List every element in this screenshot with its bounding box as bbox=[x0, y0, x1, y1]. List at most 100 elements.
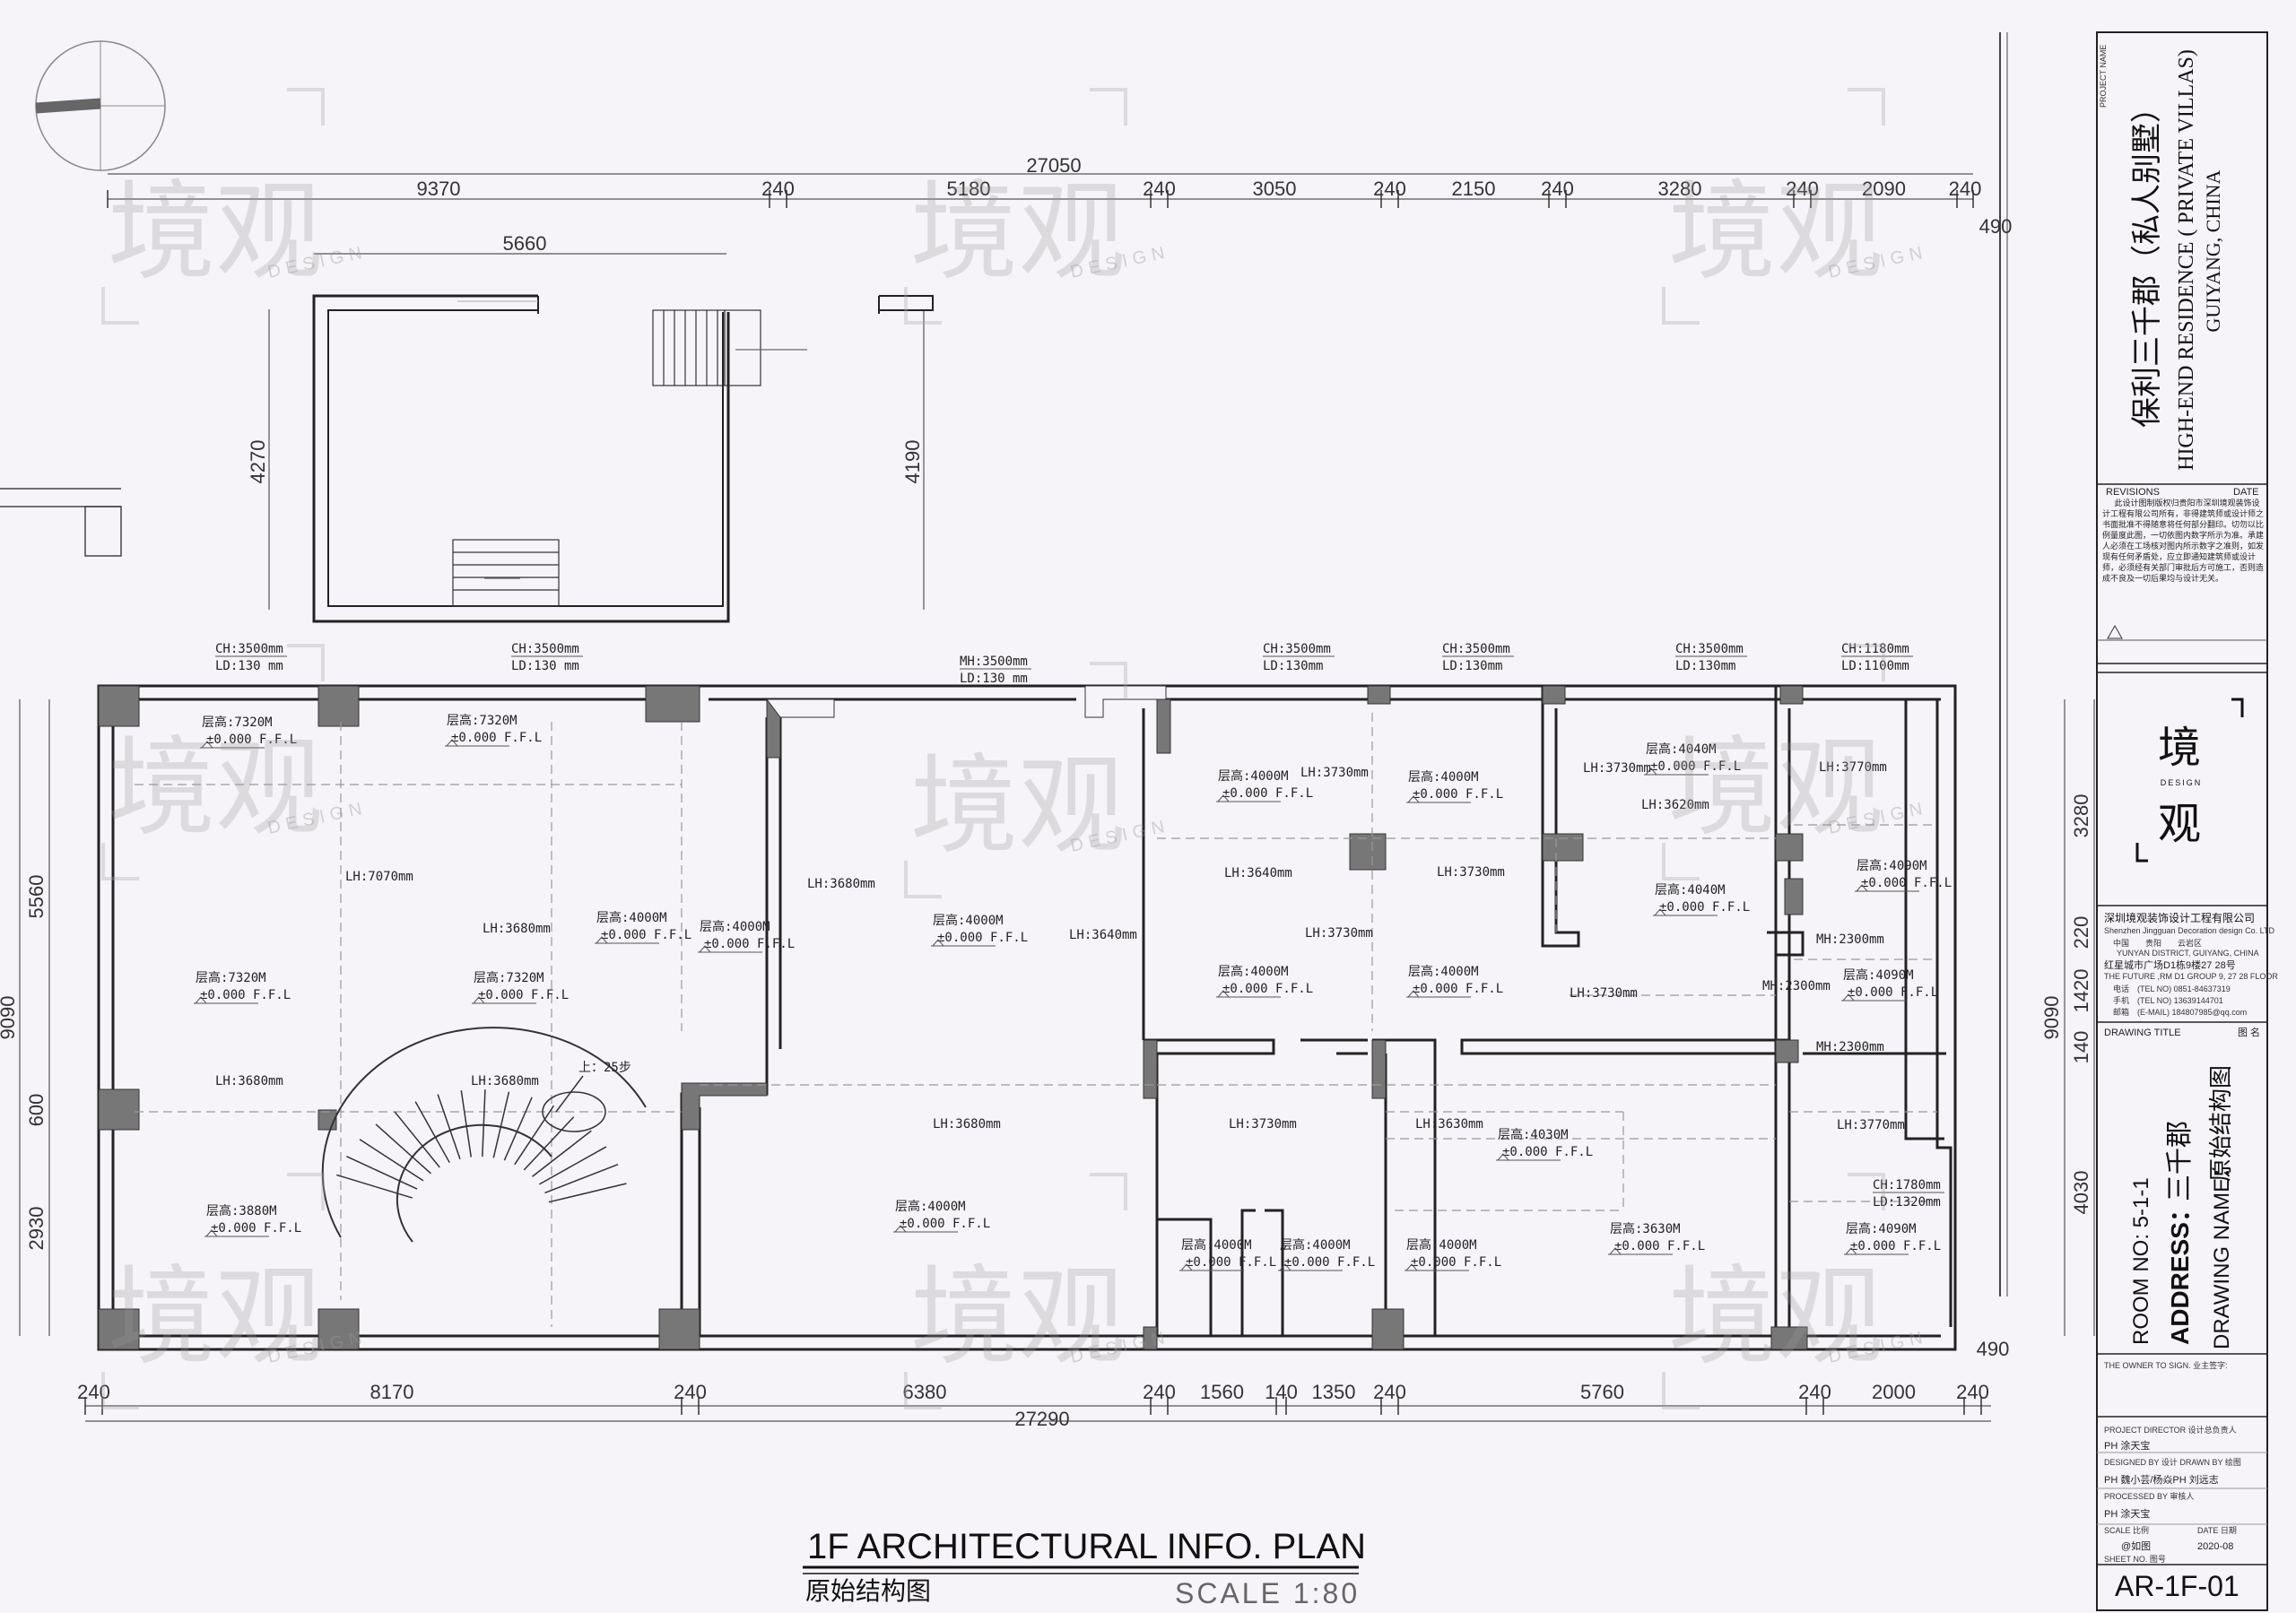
watermark-bracket bbox=[904, 287, 942, 325]
stair-tread bbox=[523, 1116, 575, 1171]
room-ffl: ±0.000 F.F.L bbox=[200, 988, 291, 1002]
dim-bottom-segment: 140 bbox=[1265, 1381, 1298, 1403]
ceiling-height: CH:3500mm bbox=[1675, 642, 1744, 656]
dim-left-part-3: 2930 bbox=[25, 1207, 48, 1251]
dim-top-segment: 3050 bbox=[1253, 178, 1297, 200]
company-cn: 深圳境观装饰设计工程有限公司 bbox=[2104, 911, 2255, 924]
column bbox=[1775, 1039, 1799, 1063]
structural-columns bbox=[98, 685, 1808, 1350]
column bbox=[1770, 1326, 1808, 1350]
ceiling-depth: LD:130mm bbox=[1263, 659, 1323, 673]
project-name-en: HIGH-END RESIDENCE ( PRIVATE VILLAS) bbox=[2175, 49, 2198, 471]
north-arrow-icon bbox=[35, 40, 166, 171]
column bbox=[1784, 878, 1804, 915]
watermark-text: 境观 bbox=[1668, 170, 1883, 295]
sheet-label: SHEET NO. 图号 bbox=[2104, 1555, 2166, 1564]
room-ffl: ±0.000 F.F.L bbox=[1848, 985, 1938, 1000]
watermark-text: 境观 bbox=[910, 744, 1126, 869]
revisions-label: REVISIONS bbox=[2106, 487, 2160, 498]
ceiling-height: CH:3500mm bbox=[215, 642, 283, 656]
dim-top-segment: 240 bbox=[1949, 178, 1982, 200]
level-icon bbox=[1406, 795, 1421, 803]
room-no: ROOM NO: 5-1-1 bbox=[2129, 1177, 2153, 1345]
dim-top-segment: 2150 bbox=[1452, 178, 1496, 200]
warning-icon bbox=[2107, 624, 2123, 639]
dim-top-segment: 240 bbox=[761, 178, 795, 200]
room-height: 层高:4040M bbox=[1646, 741, 1717, 757]
dim-top-segment: 2090 bbox=[1862, 178, 1906, 200]
watermark-bracket bbox=[1848, 88, 1885, 126]
stair-tread bbox=[548, 1183, 627, 1203]
ceiling-height: CH:3500mm bbox=[1263, 642, 1331, 656]
company-tel: 电话 (TEL NO) 0851-84637319 bbox=[2113, 984, 2231, 993]
dim-left-part-1: 5560 bbox=[25, 875, 48, 919]
watermark-bracket bbox=[1662, 843, 1700, 880]
dimension-left bbox=[19, 309, 925, 1336]
room-height: 层高:4040M bbox=[1655, 882, 1726, 898]
ceiling-height: CH:1780mm bbox=[1873, 1178, 1941, 1192]
column bbox=[1542, 685, 1566, 705]
beam-height: LH:3640mm bbox=[1069, 928, 1137, 942]
room-height: 层高:4000M bbox=[1280, 1237, 1351, 1253]
column bbox=[98, 1088, 140, 1131]
dim-bottom-segment: 2000 bbox=[1872, 1381, 1916, 1403]
wall bbox=[1372, 1038, 1437, 1336]
dim-left-overall: 9090 bbox=[0, 996, 19, 1040]
processed-name: PH 涂天宝 bbox=[2104, 1507, 2150, 1520]
upper-room bbox=[312, 292, 934, 623]
column bbox=[658, 1308, 700, 1350]
room-ffl: ±0.000 F.F.L bbox=[601, 928, 691, 942]
beam-height: LH:3730mm bbox=[1300, 766, 1369, 780]
level-icon bbox=[1644, 767, 1658, 776]
column bbox=[98, 685, 140, 727]
watermark-bracket bbox=[1090, 88, 1127, 126]
watermark-text: 境观 bbox=[1668, 1255, 1883, 1380]
room-ffl: ±0.000 F.F.L bbox=[1413, 787, 1503, 802]
beam-height: LH:3770mm bbox=[1819, 760, 1887, 775]
level-icon bbox=[1855, 884, 1869, 892]
room-height: 层高:7320M bbox=[196, 970, 266, 985]
ceiling-depth: LD:130 mm bbox=[215, 659, 283, 673]
column bbox=[1143, 1039, 1158, 1099]
stair-tread bbox=[346, 1156, 418, 1190]
room-height: 层高:4090M bbox=[1843, 967, 1914, 983]
room-height: 层高:3630M bbox=[1610, 1221, 1681, 1236]
scale-value: @如图 bbox=[2121, 1539, 2151, 1552]
room-ffl: ±0.000 F.F.L bbox=[451, 731, 542, 745]
dim-bottom-segment: 240 bbox=[1373, 1381, 1406, 1403]
room-ffl: ±0.000 F.F.L bbox=[211, 1221, 301, 1236]
dim-bottom-segment: 240 bbox=[1143, 1381, 1176, 1403]
beam-height: MH:2300mm bbox=[1816, 932, 1884, 947]
level-icon bbox=[1841, 993, 1856, 1002]
room-ffl: ±0.000 F.F.L bbox=[704, 937, 795, 951]
watermark-bracket bbox=[1662, 1372, 1700, 1409]
date-label: DATE bbox=[2233, 487, 2259, 498]
column bbox=[645, 685, 700, 723]
watermark-text: 境观 bbox=[108, 726, 323, 851]
dim-top-total: 27050 bbox=[1026, 154, 1081, 177]
drawing-title-cn: 原始结构图 bbox=[805, 1576, 931, 1606]
dim-upper-left: 4270 bbox=[247, 440, 269, 484]
room-height: 层高:7320M bbox=[202, 715, 273, 730]
dim-upper-right: 4190 bbox=[901, 440, 924, 484]
watermark-bracket bbox=[1662, 287, 1700, 325]
column bbox=[1779, 685, 1804, 705]
wall bbox=[1240, 1209, 1284, 1336]
column bbox=[1371, 1308, 1405, 1350]
room-ffl: ±0.000 F.F.L bbox=[1413, 982, 1503, 996]
beam-height: LH:3730mm bbox=[1437, 865, 1505, 880]
stair-tread bbox=[460, 1089, 472, 1158]
room-ffl: ±0.000 F.F.L bbox=[1650, 759, 1741, 774]
drawing-title-label-cn: 图 名 bbox=[2238, 1026, 2260, 1038]
drawing-scale: SCALE 1:80 bbox=[1175, 1577, 1360, 1609]
wall bbox=[1541, 686, 1580, 948]
watermark-bracket bbox=[1090, 1173, 1127, 1210]
wall bbox=[1460, 1038, 1791, 1055]
beam-height: LH:3680mm bbox=[807, 877, 875, 891]
watermark-bracket bbox=[287, 644, 325, 681]
room-height: 层高:4090M bbox=[1846, 1221, 1917, 1236]
company-email: 邮箱 (E-MAIL) 184807985@qq.com bbox=[2113, 1007, 2247, 1017]
